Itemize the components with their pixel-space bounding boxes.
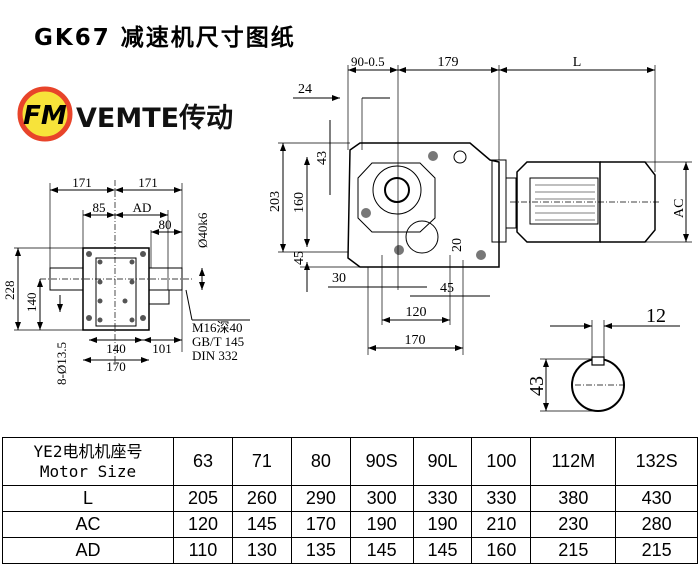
value-cell: 110 [173, 537, 233, 564]
row-label: AD [2, 537, 174, 564]
size-cell: 90L [412, 436, 473, 487]
key-view: 12 43 [526, 305, 680, 412]
value-cell: 145 [231, 511, 292, 539]
value-cell: 215 [615, 537, 698, 564]
dim-171-left: 171 [72, 175, 92, 190]
dim-key-43: 43 [526, 376, 548, 396]
size-cell: 90S [349, 436, 414, 487]
dim-228: 228 [2, 281, 17, 301]
dim-101: 101 [152, 341, 172, 356]
value-cell: 430 [615, 485, 698, 513]
table-row-AC: AC 120 145 170 190 190 210 230 280 [2, 511, 698, 539]
dim-171-right: 171 [138, 175, 158, 190]
value-cell: 260 [231, 485, 292, 513]
value-cell: 145 [412, 537, 473, 564]
size-cell: 112M [530, 436, 617, 487]
size-cell: 63 [173, 436, 233, 487]
brand-logo: FM [17, 86, 73, 142]
dim-30: 30 [332, 271, 346, 286]
value-cell: 160 [471, 537, 532, 564]
dim-80: 80 [159, 217, 172, 232]
header-label-cn: YE2电机机座号 [33, 441, 143, 461]
dim-43: 43 [315, 151, 330, 165]
dim-170: 170 [405, 333, 426, 348]
dim-120: 120 [406, 305, 427, 320]
value-cell: 300 [349, 485, 414, 513]
value-cell: 120 [173, 511, 233, 539]
value-cell: 330 [412, 485, 473, 513]
dim-shaft-diameter: Ø40k6 [195, 212, 210, 248]
side-view: 171 171 85 AD 80 Ø40k6 228 140 8-Ø13.5 1… [2, 175, 250, 385]
value-cell: 130 [231, 537, 292, 564]
dim-140-bottom: 140 [106, 341, 126, 356]
value-cell: 210 [471, 511, 532, 539]
value-cell: 330 [471, 485, 532, 513]
table-row-AD: AD 110 130 135 145 145 160 215 215 [2, 537, 698, 564]
row-label: AC [2, 511, 174, 539]
dim-L: L [573, 55, 582, 70]
value-cell: 205 [173, 485, 233, 513]
header-label-en: Motor Size [39, 461, 137, 481]
thread-note-line3: DIN 332 [192, 348, 238, 363]
thread-note-line1: M16深40 [192, 320, 243, 335]
dim-85: 85 [93, 200, 106, 215]
value-cell: 190 [412, 511, 473, 539]
size-cell: 132S [615, 436, 698, 487]
size-cell: 100 [471, 436, 532, 487]
row-label: L [2, 485, 174, 513]
value-cell: 170 [290, 511, 351, 539]
technical-drawing: FM [2, 54, 692, 412]
dim-170-bottom: 170 [106, 359, 126, 374]
dim-160: 160 [292, 192, 307, 213]
dim-90: 90-0.5 [351, 54, 385, 69]
thread-note-line2: GB/T 145 [192, 334, 244, 349]
front-view: 90-0.5 179 L 24 43 203 160 45 20 30 45 1… [268, 54, 692, 355]
dim-AC: AC [672, 199, 687, 218]
value-cell: 380 [530, 485, 617, 513]
value-cell: 145 [349, 537, 414, 564]
dim-140-vertical: 140 [24, 293, 39, 313]
value-cell: 190 [349, 511, 414, 539]
value-cell: 280 [615, 511, 698, 539]
svg-text:FM: FM [23, 101, 67, 131]
value-cell: 230 [530, 511, 617, 539]
value-cell: 135 [290, 537, 351, 564]
size-cell: 71 [231, 436, 292, 487]
dim-ad: AD [133, 200, 152, 215]
size-cell: 80 [290, 436, 351, 487]
brand-name: VEMTE传动 [76, 103, 234, 134]
value-cell: 290 [290, 485, 351, 513]
dim-12: 12 [646, 305, 666, 327]
dim-45-horizontal: 45 [440, 281, 454, 296]
value-cell: 215 [530, 537, 617, 564]
dim-holes: 8-Ø13.5 [54, 342, 69, 385]
dim-20: 20 [450, 238, 465, 252]
dim-203: 203 [268, 191, 283, 212]
page-title: GK67 减速机尺寸图纸 [34, 25, 296, 51]
dim-179: 179 [438, 55, 459, 70]
dim-24: 24 [298, 82, 312, 97]
table-row-L: L 205 260 290 300 330 330 380 430 [2, 485, 698, 513]
dim-45-vertical: 45 [292, 251, 307, 265]
